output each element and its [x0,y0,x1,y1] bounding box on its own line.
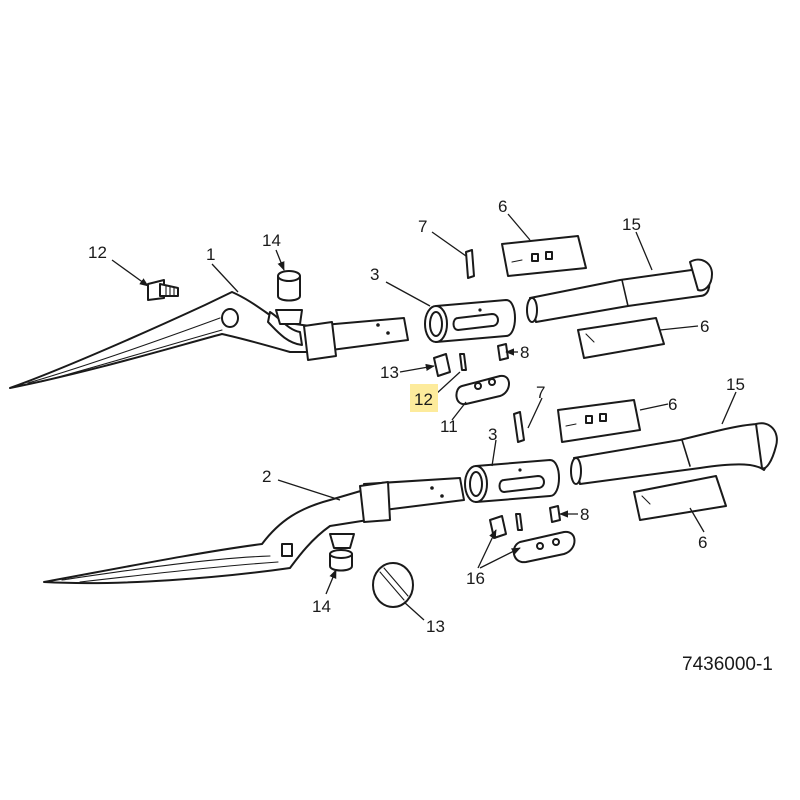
lower-pin-7 [513,411,525,443]
lower-blade-tube [359,477,465,523]
callout-6-right-upper: 6 [700,317,709,336]
callout-8-lower: 8 [580,505,589,524]
callout-15-lower: 15 [726,375,745,394]
callout-6-right-lower: 6 [698,533,707,552]
lower-ferrule-3 [464,459,560,503]
callout-16: 16 [466,569,485,588]
callout-1: 1 [206,245,215,264]
callout-13: 13 [426,617,445,636]
callout-12: 12 [88,243,107,262]
callouts: 12 1 14 3 7 6 15 6 13 8 12 11 7 6 15 3 2… [88,197,745,636]
upper-ferrule-3 [424,299,516,343]
callout-6-top-lower: 6 [668,395,677,414]
lower-bushing-14 [329,533,355,572]
callout-9: 11 [440,417,458,436]
lower-sleeve-6-lower [633,475,727,521]
upper-blade-1 [9,291,313,389]
lower-small-parts [489,505,576,564]
lower-handle-15 [570,422,778,485]
callout-7-upper: 7 [418,217,427,236]
reference-number: 7436000-1 [682,654,773,675]
nut-13 [372,562,414,608]
callout-8-upper: 8 [520,343,529,362]
upper-sleeve-6-top [501,235,587,277]
callout-2: 2 [262,467,271,486]
callout-10: 12 [414,390,433,409]
upper-small-parts [433,343,510,406]
callout-3-lower: 3 [488,425,497,444]
callout-14-upper: 14 [262,231,281,250]
upper-sleeve-6-lower [577,317,665,359]
callout-6-top-upper: 6 [498,197,507,216]
leader-lines [111,213,737,621]
callout-14-lower: 14 [312,597,331,616]
callout-11: 13 [380,363,399,382]
upper-handle-15 [526,258,713,323]
callout-3-upper: 3 [370,265,379,284]
upper-blade-tube [303,317,409,361]
lower-blade-2 [43,489,369,585]
upper-pin-7 [465,249,475,279]
callout-15-upper: 15 [622,215,641,234]
upper-bushing-14 [275,270,303,325]
callout-7-lower: 7 [536,383,545,402]
bolt-12 [147,279,179,301]
highlight-part-10 [410,384,438,412]
lower-sleeve-6-top [557,399,641,443]
